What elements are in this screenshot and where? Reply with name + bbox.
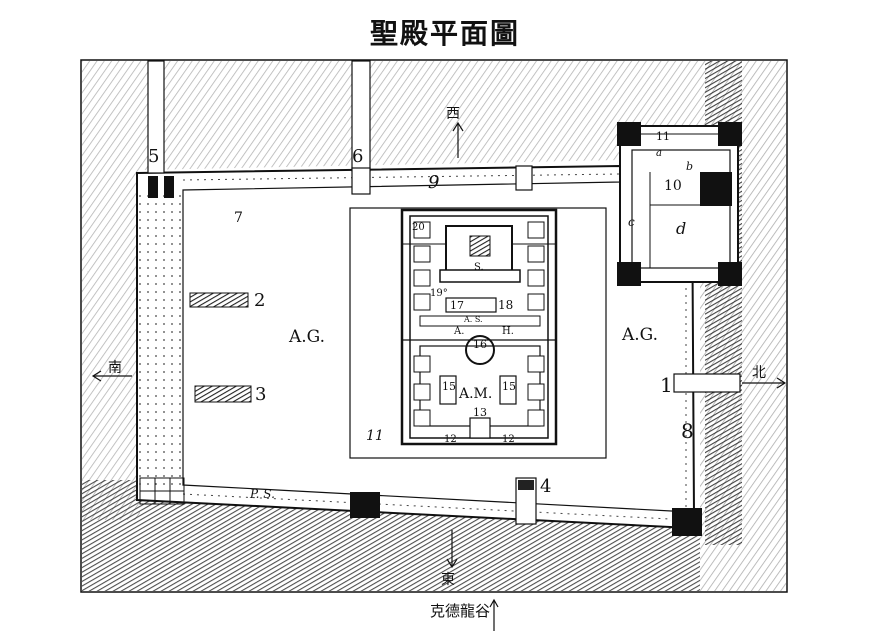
label-10: 10 [664, 178, 682, 194]
label-20: 20 [412, 222, 425, 233]
kidron-caption: 克德龍谷 [429, 602, 490, 620]
gate-4-tower [518, 480, 534, 490]
fortress-tower-nw [617, 122, 641, 146]
label-4: 4 [540, 476, 551, 497]
label-12a: 12 [444, 434, 457, 445]
fortress-block-10 [700, 172, 732, 206]
arrow-west-icon [452, 121, 464, 158]
label-17: 17 [450, 299, 464, 312]
label-13: 13 [473, 406, 487, 419]
west-portico-dots [182, 173, 621, 181]
label-fort-c: c [628, 215, 635, 229]
northeast-corner-tower [672, 508, 702, 536]
label-19: 19° [430, 288, 448, 299]
nicanor-gate-16 [465, 335, 495, 365]
label-15b: 15 [502, 380, 516, 393]
royal-stoa [137, 190, 183, 485]
arrow-south-icon [91, 370, 132, 382]
label-ag-right: A.G. [621, 325, 658, 345]
gate-west-2 [515, 165, 533, 191]
label-11-court: 11 [366, 428, 384, 444]
fortress-tower-se [718, 262, 742, 286]
label-15a: 15 [442, 380, 456, 393]
label-sanctuary-s: S. [474, 262, 484, 273]
label-court-h: H. [502, 326, 514, 337]
label-2: 2 [254, 290, 265, 311]
label-5: 5 [148, 146, 159, 167]
direction-north: 北 [752, 365, 766, 381]
label-am: A.M. [458, 386, 492, 402]
east-gate-tower [350, 492, 380, 518]
label-16: 16 [473, 338, 487, 351]
inscription-2 [189, 292, 249, 308]
label-sanctuary-as: A. S. [463, 315, 483, 324]
terrain-west [82, 61, 700, 520]
label-ag-left: A.G. [288, 327, 325, 347]
label-fort-a: a [656, 148, 662, 159]
map-frame [80, 59, 788, 593]
diagram-title: 聖殿平面圖 [369, 17, 520, 50]
label-fort-d: d [676, 219, 686, 238]
label-ps: P. S. [249, 487, 275, 501]
gate-1-north [673, 373, 741, 393]
label-3: 3 [255, 384, 266, 405]
terrain-kidron [82, 480, 700, 591]
altar-17 [445, 297, 497, 313]
side-chambers [413, 221, 545, 427]
label-6: 6 [352, 146, 363, 167]
label-7: 7 [234, 210, 243, 226]
arrow-up-icon [489, 598, 499, 631]
label-fort-b: b [686, 160, 693, 173]
gate-5-bridge [147, 60, 165, 174]
fortress-tower-ne [718, 122, 742, 146]
label-11-fort: 11 [656, 130, 670, 143]
arrow-north-icon [742, 377, 787, 389]
direction-south: 南 [108, 360, 122, 376]
label-court-a: A. [453, 326, 464, 337]
label-18: 18 [498, 298, 513, 312]
porch [439, 269, 521, 283]
label-12b: 12 [502, 434, 515, 445]
label-1: 1 [660, 373, 673, 397]
fortress-tower-sw [617, 262, 641, 286]
label-8: 8 [681, 419, 694, 443]
inscription-3 [194, 385, 252, 403]
direction-east: 東 [441, 572, 455, 588]
east-portico-dots [182, 493, 691, 521]
arrow-east-icon [446, 530, 458, 569]
label-9: 9 [428, 172, 439, 193]
direction-west: 西 [446, 106, 460, 122]
